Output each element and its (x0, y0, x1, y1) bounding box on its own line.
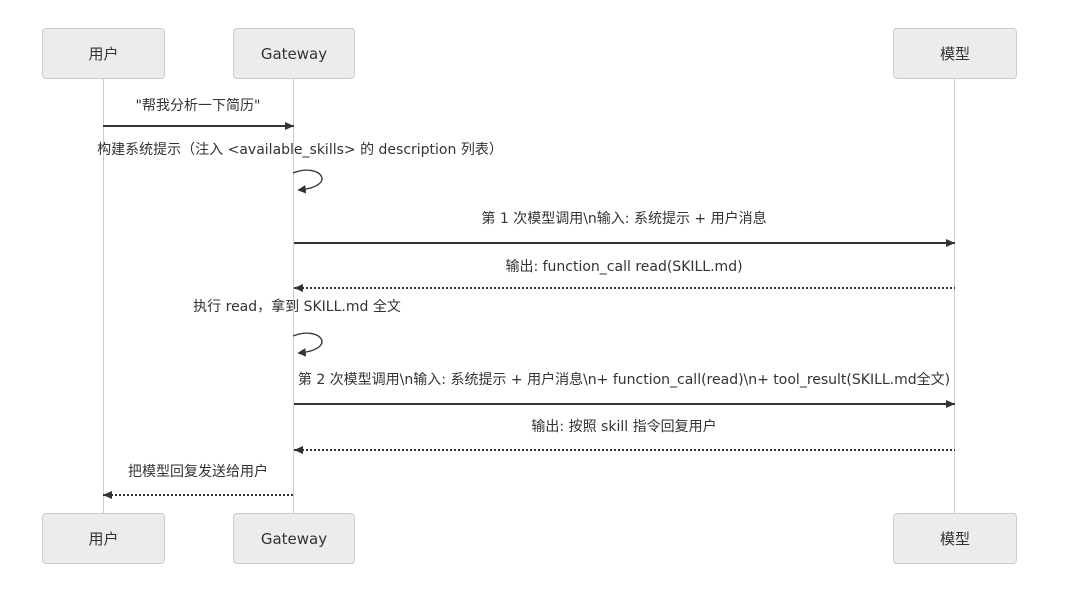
message-arrow-4 (294, 287, 955, 289)
arrowhead-right-6 (946, 400, 955, 408)
actor-label-gateway: Gateway (260, 44, 328, 63)
actor-box-user-top: 用户 (42, 28, 165, 79)
actor-label-model: 模型 (939, 45, 970, 63)
message-label-5: 执行 read，拿到 SKILL.md 全文 (193, 299, 401, 315)
actor-box-user-bottom: 用户 (42, 513, 165, 564)
actor-label-user-bottom: 用户 (88, 530, 119, 548)
actor-label-gateway-bottom: Gateway (260, 529, 328, 548)
message-label-6: 第 2 次模型调用\n输入: 系统提示 + 用户消息\n+ function_c… (297, 372, 951, 388)
message-label-4: 输出: function_call read(SKILL.md) (505, 259, 743, 275)
message-label-3: 第 1 次模型调用\n输入: 系统提示 + 用户消息 (481, 211, 767, 227)
message-label-7: 输出: 按照 skill 指令回复用户 (531, 419, 717, 435)
message-arrow-7 (294, 449, 955, 451)
actor-box-gateway-top: Gateway (233, 28, 355, 79)
message-arrow-8 (103, 494, 294, 496)
actor-box-gateway-bottom: Gateway (233, 513, 355, 564)
arrowhead-right-3 (946, 239, 955, 247)
arrowhead-left-4 (294, 284, 303, 292)
arrowhead-left-8 (103, 491, 112, 499)
message-label-8: 把模型回复发送给用户 (128, 464, 268, 480)
actor-label-user: 用户 (88, 45, 119, 63)
self-loop-arrow-1 (292, 169, 323, 194)
message-arrow-6 (294, 403, 955, 405)
actor-label-model-bottom: 模型 (939, 530, 970, 548)
actor-box-model-top: 模型 (893, 28, 1017, 79)
arrowhead-right-1 (285, 122, 294, 130)
lifeline-model (954, 79, 955, 513)
message-label-1: "帮我分析一下简历" (135, 98, 261, 114)
message-arrow-3 (294, 242, 955, 244)
actor-box-model-bottom: 模型 (893, 513, 1017, 564)
arrowhead-left-7 (294, 446, 303, 454)
message-label-2: 构建系统提示（注入 <available_skills> 的 descripti… (97, 142, 503, 158)
self-loop-arrow-2 (292, 332, 323, 357)
lifeline-user (103, 79, 104, 513)
lifeline-gateway (293, 79, 294, 513)
message-arrow-1 (103, 125, 294, 127)
